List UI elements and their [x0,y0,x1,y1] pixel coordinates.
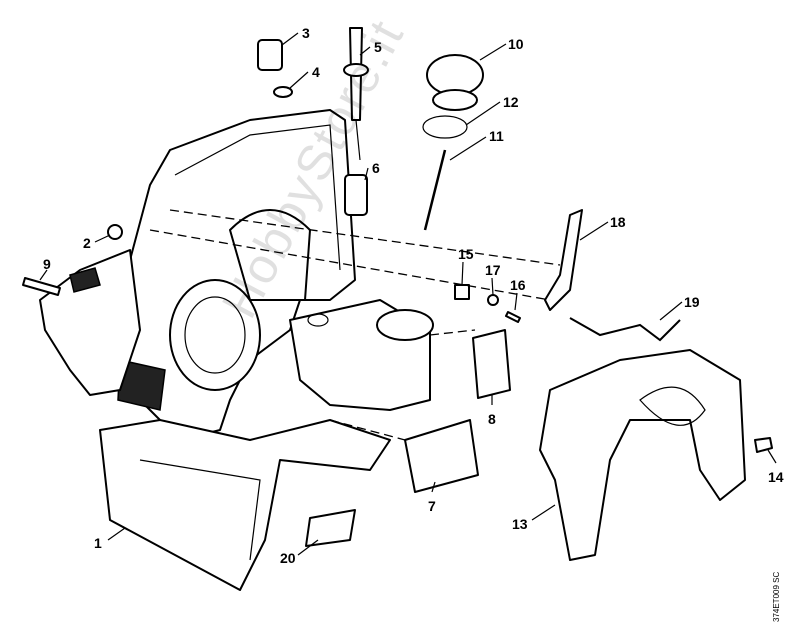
drawing-code: 374ET009 SC [772,571,781,622]
callout-2: 2 [83,235,91,251]
callout-11: 11 [489,128,504,144]
leader-lines [39,32,777,556]
callout-14: 14 [768,469,784,485]
callout-19: 19 [684,294,700,310]
callout-13: 13 [512,516,528,532]
callout-4: 4 [312,64,320,80]
blower-housing [117,109,434,441]
callout-9: 9 [43,256,51,272]
callout-8: 8 [488,411,496,427]
callout-7: 7 [428,498,436,514]
callout-6: 6 [372,160,380,176]
callout-3: 3 [302,25,310,41]
callout-5: 5 [374,39,382,55]
callout-15: 15 [458,246,474,262]
callout-10: 10 [508,36,524,52]
callout-17: 17 [485,262,501,278]
callout-16: 16 [510,277,526,293]
callout-18: 18 [610,214,626,230]
housing-shell [39,249,391,591]
callout-12: 12 [503,94,519,110]
callout-20: 20 [280,550,296,566]
callout-1: 1 [94,535,102,551]
